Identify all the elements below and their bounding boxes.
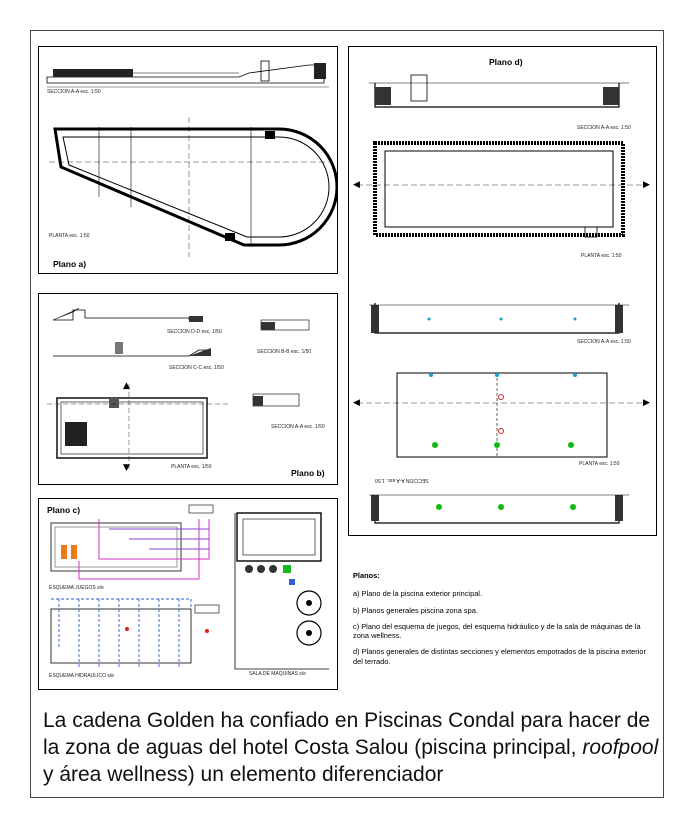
plan-a-plan-note: PLANTA esc. 1:50 — [49, 233, 90, 239]
caption-part-2: y área wellness) un elemento diferenciad… — [43, 763, 444, 786]
svg-text:▶: ▶ — [643, 180, 650, 190]
plan-c-machine-room: SALA DE MAQUINAS s/e — [249, 671, 306, 677]
plan-a-drawing — [46, 60, 337, 257]
legend-item-d: d) Planos generales de distintas seccion… — [353, 647, 646, 666]
svg-text:▼: ▼ — [123, 463, 130, 473]
svg-text:▲: ▲ — [123, 381, 130, 391]
caption-emphasis: roofpool — [582, 736, 659, 759]
plan-b-section-cc: SECCION C-C esc. 1/50 — [169, 365, 224, 371]
plan-c-scheme-hydraulic: ESQUEMA HIDRAULICO s/e — [49, 673, 115, 679]
plan-d-plan-1: PLANTA esc. 1:50 — [581, 253, 622, 259]
plans-legend: Planos: a) Plano de la piscina exterior … — [353, 571, 653, 673]
plan-c-label: Plano c) — [47, 505, 81, 515]
plan-b-section-bb: SECCION B-B esc. 1/50 — [257, 349, 312, 355]
plan-b-section-dd: SECCION D-D esc. 1/50 — [167, 329, 222, 335]
caption-part-1: La cadena Golden ha confiado en Piscinas… — [43, 709, 651, 759]
legend-item-a: a) Plano de la piscina exterior principa… — [353, 589, 482, 599]
svg-text:◀: ◀ — [353, 398, 360, 408]
plan-b-plan-note: PLANTA esc. 1/50 — [171, 464, 212, 470]
plan-d-drawing: ◀ ▶ ◀ ▶ — [353, 74, 650, 524]
plan-a-panel: SECCION A-A esc. 1:50 PLANTA esc. 1:50 P… — [38, 46, 338, 274]
legend-title: Planos: — [353, 571, 380, 580]
plan-c-scheme-games: ESQUEMA JUEGOS s/e — [49, 585, 104, 591]
plan-c-drawing — [50, 504, 329, 670]
plan-c-panel: ESQUEMA JUEGOS s/e ESQUEMA HIDRAULICO s/… — [38, 498, 338, 690]
plan-a-section-note: SECCION A-A esc. 1:50 — [47, 89, 101, 95]
plan-d-plan-2: PLANTA esc. 1:50 — [579, 461, 620, 467]
legend-item-c: c) Plano del esquema de juegos, del esqu… — [353, 621, 641, 640]
plan-b-section-aa: SECCION A-A esc. 1/50 — [271, 424, 325, 430]
plan-d-panel: ◀ ▶ ◀ ▶ Plano d) SECCION A-A esc. 1:50 P… — [348, 46, 657, 536]
plan-a-label: Plano a) — [53, 259, 87, 269]
plan-d-section-aa-2: SECCION A-A esc. 1:50 — [577, 339, 631, 345]
plan-d-label: Plano d) — [489, 57, 523, 67]
plan-d-section-aa-flipped: SECCION A-A esc. 1:50 — [375, 477, 429, 483]
plan-b-drawing: ▲ ▼ — [47, 307, 310, 473]
svg-text:◀: ◀ — [353, 180, 360, 190]
plan-b-panel: ▲ ▼ SECCION D-D esc. 1/50 SECCION C-C es… — [38, 293, 338, 485]
svg-text:▶: ▶ — [643, 398, 650, 408]
caption: La cadena Golden ha confiado en Piscinas… — [43, 707, 663, 788]
legend-item-b: b) Planos generales piscina zona spa. — [353, 605, 478, 615]
plan-b-label: Plano b) — [291, 468, 325, 478]
plan-d-section-aa-1: SECCION A-A esc. 1:50 — [577, 125, 631, 131]
